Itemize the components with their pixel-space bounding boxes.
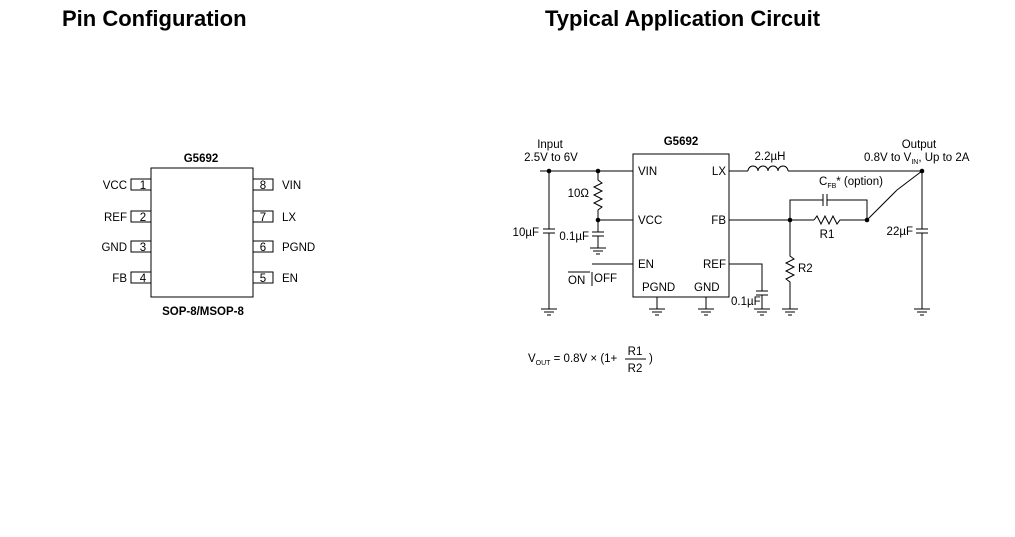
inductor — [729, 165, 922, 172]
input-label: Input — [537, 139, 563, 151]
pin-6-label: PGND — [282, 242, 315, 254]
r1-resistor — [813, 214, 867, 226]
pin-4-number: 4 — [140, 273, 147, 285]
r1-label: R1 — [820, 229, 835, 241]
pin-4: 4 FB — [112, 271, 152, 285]
input-wiring — [540, 168, 633, 309]
cfb-label: CFB* (option) — [819, 176, 883, 190]
formula-close-paren: ) — [649, 353, 653, 365]
input-cap-label: 10µF — [513, 227, 539, 239]
pin-configuration-heading: Pin Configuration — [62, 6, 247, 31]
ref-cap — [729, 263, 770, 316]
vcc-cap — [590, 220, 606, 255]
pin-1-label: VCC — [103, 180, 127, 192]
pin-1: 1 VCC — [103, 178, 152, 192]
switch-on-label: ON — [568, 275, 585, 287]
formula-lhs: VOUT = 0.8V × (1+ — [528, 353, 618, 367]
r2-resistor — [784, 220, 796, 309]
ic-pin-ref: REF — [703, 259, 726, 271]
output-cap — [914, 171, 930, 316]
pin-8-number: 8 — [260, 180, 266, 192]
pin-3: 3 GND — [101, 240, 152, 254]
r2-label: R2 — [798, 263, 813, 275]
ref-cap-label: 0.1µF — [731, 296, 761, 308]
pin-5: 5 EN — [252, 271, 298, 285]
ic-pin-vcc: VCC — [638, 215, 662, 227]
pin-7-number: 7 — [260, 212, 266, 224]
ic-package-body — [150, 167, 254, 298]
ic-pin-lx: LX — [712, 166, 726, 178]
vcc-cap-label: 0.1µF — [559, 231, 589, 243]
pin-5-number: 5 — [260, 273, 266, 285]
output-range-label: 0.8V to VIN, Up to 2A — [864, 152, 970, 166]
ic-pin-pgnd: PGND — [642, 282, 675, 294]
pin-7: 7 LX — [252, 210, 296, 224]
circuit-chip-name: G5692 — [664, 136, 699, 148]
series-resistor — [592, 171, 604, 220]
pin-8-label: VIN — [282, 180, 301, 192]
pin-8: 8 VIN — [252, 178, 301, 192]
pin-4-label: FB — [112, 273, 127, 285]
ic-pin-vin: VIN — [638, 166, 657, 178]
pin-2-number: 2 — [140, 212, 146, 224]
input-range-label: 2.5V to 6V — [524, 152, 578, 164]
output-cap-label: 22µF — [887, 226, 913, 238]
feedback-network — [729, 170, 923, 316]
pin-1-number: 1 — [140, 180, 146, 192]
ic-pin-en: EN — [638, 259, 654, 271]
series-resistor-label: 10Ω — [568, 188, 590, 200]
output-voltage-formula: VOUT = 0.8V × (1+ R1 R2 ) — [528, 346, 653, 375]
package-label: SOP-8/MSOP-8 — [162, 306, 244, 318]
formula-denominator: R2 — [628, 363, 643, 375]
pin-7-label: LX — [282, 212, 296, 224]
ground-symbol-pgnd — [649, 297, 665, 316]
ground-symbol-input — [541, 308, 557, 316]
application-circuit-diagram: Input 2.5V to 6V G5692 Output 0.8V to VI… — [513, 136, 970, 316]
ic-pin-fb: FB — [711, 215, 726, 227]
pin-2: 2 REF — [104, 210, 152, 224]
ic-body — [632, 153, 730, 298]
output-label: Output — [902, 139, 937, 151]
ground-symbol-gnd — [698, 297, 714, 316]
pin-3-number: 3 — [140, 242, 146, 254]
pin-configuration-diagram: G5692 SOP-8/MSOP-8 1 VCC 2 REF 3 GND 4 F… — [101, 153, 315, 318]
pin-3-label: GND — [101, 242, 127, 254]
pin-6: 6 PGND — [252, 240, 315, 254]
pin-5-label: EN — [282, 273, 298, 285]
pin-6-number: 6 — [260, 242, 266, 254]
ic-pin-gnd: GND — [694, 282, 720, 294]
inductor-label: 2.2µH — [755, 151, 786, 163]
pin-chip-name: G5692 — [184, 153, 219, 165]
pin-2-label: REF — [104, 212, 127, 224]
formula-numerator: R1 — [628, 346, 643, 358]
typical-application-circuit-heading: Typical Application Circuit — [545, 6, 821, 31]
switch-off-label: OFF — [594, 273, 617, 285]
